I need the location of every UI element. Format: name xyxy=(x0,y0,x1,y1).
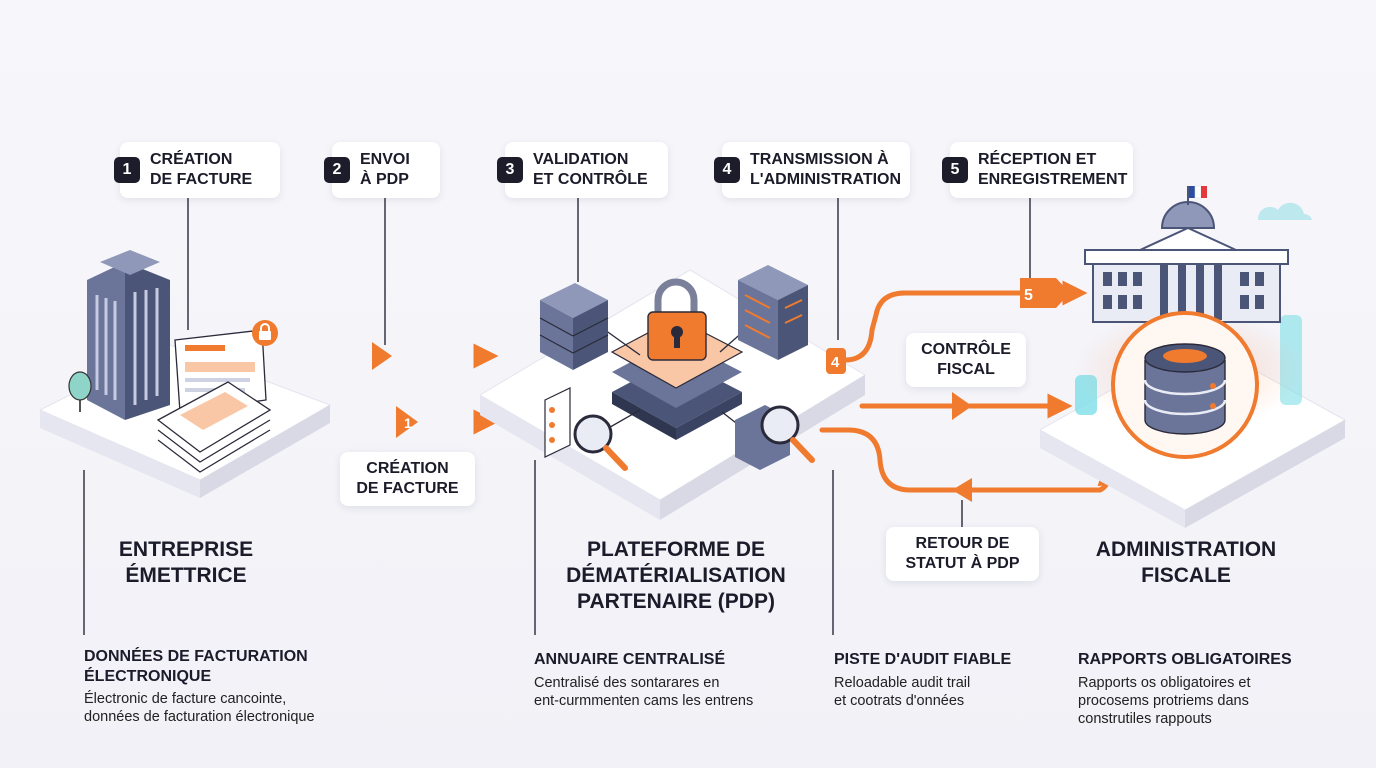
magnifier-icon xyxy=(544,387,628,471)
step-4-box: 4 TRANSMISSION À L'ADMINISTRATION xyxy=(714,142,910,198)
step-connectors xyxy=(83,198,1031,635)
step-3-box: 3 VALIDATION ET CONTRÔLE xyxy=(497,142,668,198)
step-5-number: 5 xyxy=(942,157,968,183)
flow-label-creation: CRÉATION DE FACTURE xyxy=(340,452,475,506)
magnifier-icon-right xyxy=(735,405,815,470)
server-rack-icon xyxy=(539,283,609,370)
arrow-marker-4: 4 xyxy=(826,348,846,374)
padlock-icon xyxy=(647,278,707,361)
step-2-label: ENVOI À PDP xyxy=(360,151,410,188)
info-3-title: PISTE D'AUDIT FIABLE xyxy=(834,651,1012,668)
step-3-number: 3 xyxy=(497,157,523,183)
invoice-document-icon xyxy=(156,329,272,473)
flow-label-controle: CONTRÔLE FISCAL xyxy=(906,333,1026,387)
info-3-text: Reloadable audit trail et cootrats d'onn… xyxy=(834,675,971,709)
svg-text:1: 1 xyxy=(404,415,412,431)
step-4-number: 4 xyxy=(714,157,740,183)
actor-entreprise: ENTREPRISE ÉMETTRICE xyxy=(118,538,254,587)
step-5-label: RÉCEPTION ET ENREGISTREMENT xyxy=(978,151,1128,188)
step-4-label: TRANSMISSION À L'ADMINISTRATION xyxy=(750,151,902,188)
arrow-marker-1: 1 xyxy=(396,406,418,438)
flow-label-retour: RETOUR DE STATUT À PDP xyxy=(886,527,1039,581)
actor-admin: ADMINISTRATION FISCALE xyxy=(1095,538,1277,587)
step-1-label: CRÉATION DE FACTURE xyxy=(150,151,253,188)
cloud-icon xyxy=(1257,202,1312,220)
server-rack-icon-right xyxy=(738,265,808,360)
invoice-lock-icon xyxy=(252,320,278,346)
step-3-label: VALIDATION ET CONTRÔLE xyxy=(533,151,648,188)
french-flag-icon xyxy=(1187,185,1207,205)
office-building-icon xyxy=(87,250,170,420)
info-4-title: RAPPORTS OBLIGATOIRES xyxy=(1078,651,1292,668)
info-4-text: Rapports os obligatoires et procosems pr… xyxy=(1078,675,1251,727)
step-2-number: 2 xyxy=(324,157,350,183)
svg-text:5: 5 xyxy=(1024,287,1033,304)
info-1-text: Électronic de facture cancointe, données… xyxy=(84,691,315,725)
step-2-box: 2 ENVOI À PDP xyxy=(324,142,440,198)
tree-icon xyxy=(68,371,92,412)
database-icon xyxy=(1111,311,1259,459)
info-1-title: DONNÉES DE FACTURATION ÉLECTRONIQUE xyxy=(84,648,308,685)
actor-pdp: PLATEFORME DE DÉMATÉRIALISATION PARTENAI… xyxy=(566,538,786,613)
info-2-title: ANNUAIRE CENTRALISÉ xyxy=(534,651,726,668)
step-1-number: 1 xyxy=(114,157,140,183)
step-5-box: 5 RÉCEPTION ET ENREGISTREMENT xyxy=(942,142,1133,198)
government-building-icon xyxy=(1084,201,1289,323)
step-1-box: 1 CRÉATION DE FACTURE xyxy=(114,142,280,198)
arrow-marker-5: 5 xyxy=(1020,278,1070,308)
svg-text:4: 4 xyxy=(831,354,840,371)
info-2-text: Centralisé des sontarares en ent-curmmen… xyxy=(534,675,754,709)
